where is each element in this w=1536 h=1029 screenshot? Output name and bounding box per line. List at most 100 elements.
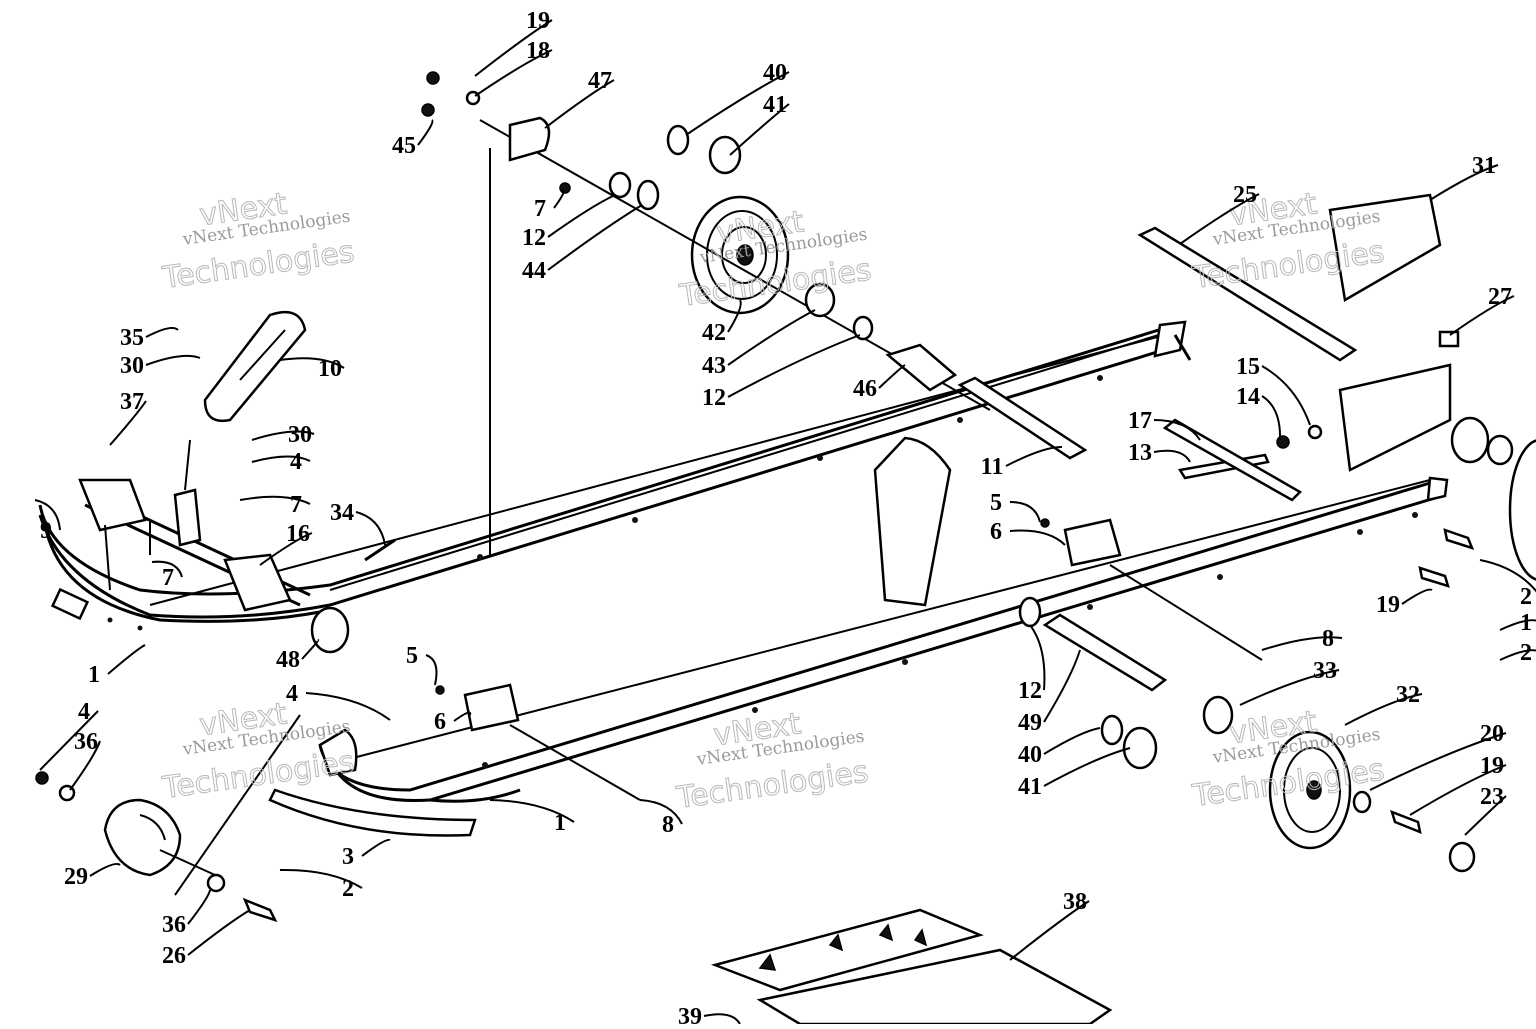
callout-c36b: 36 bbox=[162, 912, 186, 938]
leader-line-c33 bbox=[1239, 669, 1340, 706]
leader-line-c4b bbox=[305, 692, 391, 721]
leader-line-c3 bbox=[361, 838, 391, 857]
callout-c33: 33 bbox=[1313, 658, 1337, 684]
leader-line-c9 bbox=[34, 499, 61, 531]
block-6b bbox=[463, 683, 520, 732]
bolt-19b bbox=[1418, 566, 1450, 588]
leader-line-c11 bbox=[1005, 445, 1063, 467]
callout-c1b: 1 bbox=[554, 810, 566, 836]
leader-line-c30a bbox=[145, 354, 201, 366]
leader-line-c43 bbox=[727, 309, 816, 366]
leader-line-c1r bbox=[1499, 619, 1536, 631]
leader-line-c29 bbox=[89, 863, 121, 877]
callout-c6a: 6 bbox=[990, 519, 1002, 545]
callout-c9: 9 bbox=[40, 518, 52, 544]
washer-36b bbox=[206, 873, 226, 893]
leader-line-c1a bbox=[107, 644, 146, 675]
leader-line-c19c bbox=[1409, 764, 1507, 816]
callout-c17: 17 bbox=[1128, 408, 1152, 434]
leader-line-c6b bbox=[453, 711, 472, 722]
leader-line-c14 bbox=[1261, 395, 1282, 441]
washer-12c bbox=[1018, 596, 1042, 628]
callout-c14: 14 bbox=[1236, 384, 1260, 410]
callout-c35: 35 bbox=[120, 325, 144, 351]
callout-c40a: 40 bbox=[763, 60, 787, 86]
callout-c2r2: 2 bbox=[1520, 640, 1532, 666]
leader-line-c1b bbox=[489, 799, 575, 823]
spacer-46 bbox=[885, 343, 958, 392]
callout-c8a: 8 bbox=[1322, 626, 1334, 652]
callout-c42: 42 bbox=[702, 320, 726, 346]
snap-ring-40b bbox=[1100, 714, 1124, 746]
leader-line-c32 bbox=[1344, 693, 1423, 726]
front-wheel-29 bbox=[103, 714, 301, 896]
wheel-32 bbox=[1268, 730, 1352, 850]
leader-line-c18a bbox=[474, 49, 553, 97]
block-6a bbox=[1063, 518, 1122, 567]
leader-line-c12b bbox=[727, 334, 861, 398]
callout-c34: 34 bbox=[330, 500, 354, 526]
leader-line-c35 bbox=[145, 326, 179, 338]
callout-c12c: 12 bbox=[1018, 678, 1042, 704]
leader-line-c34 bbox=[355, 511, 386, 546]
bolt-8a bbox=[1109, 564, 1263, 661]
front-arm-assembly bbox=[78, 310, 311, 612]
callout-c45: 45 bbox=[392, 133, 416, 159]
callout-c4c: 4 bbox=[78, 699, 90, 725]
snap-ring-40a bbox=[666, 124, 690, 156]
upper-slide-rail bbox=[38, 320, 1192, 631]
callout-c44: 44 bbox=[522, 258, 546, 284]
leader-line-c30b bbox=[251, 430, 315, 441]
leader-line-c15 bbox=[1261, 365, 1311, 426]
callout-c19b: 19 bbox=[1376, 592, 1400, 618]
nut-5b bbox=[435, 685, 445, 695]
clip-27 bbox=[1438, 330, 1460, 348]
bracket-mid bbox=[873, 436, 952, 607]
washer-14 bbox=[1276, 435, 1290, 449]
callout-c19a: 19 bbox=[526, 8, 550, 34]
bolt-26 bbox=[242, 897, 278, 923]
leader-line-c4c bbox=[39, 710, 99, 771]
callout-c4a: 4 bbox=[290, 449, 302, 475]
callout-c10: 10 bbox=[318, 356, 342, 382]
leader-line-c25 bbox=[1179, 193, 1260, 245]
bracket-47 bbox=[508, 116, 551, 162]
callout-c1r: 1 bbox=[1520, 610, 1532, 636]
callout-c26: 26 bbox=[162, 943, 186, 969]
callout-c12a: 12 bbox=[522, 225, 546, 251]
leader-line-c26 bbox=[187, 909, 251, 956]
cap-23 bbox=[1448, 841, 1476, 873]
leader-line-c19a bbox=[474, 19, 553, 77]
spacer-44 bbox=[636, 179, 660, 211]
callout-c8b: 8 bbox=[662, 812, 674, 838]
leader-line-c7b bbox=[239, 495, 311, 505]
callout-c13: 13 bbox=[1128, 440, 1152, 466]
leader-line-c8a bbox=[1261, 636, 1343, 651]
callout-c48: 48 bbox=[276, 647, 300, 673]
callout-c4b: 4 bbox=[286, 681, 298, 707]
leader-line-c41a bbox=[729, 103, 790, 156]
leader-line-c36a bbox=[69, 740, 101, 791]
leader-line-c19b bbox=[1401, 588, 1433, 605]
leader-line-c7a bbox=[553, 188, 565, 209]
leader-line-c47 bbox=[544, 79, 615, 129]
callout-c41a: 41 bbox=[763, 92, 787, 118]
leader-line-c23 bbox=[1464, 795, 1507, 836]
callout-c32: 32 bbox=[1396, 682, 1420, 708]
leader-line-c42 bbox=[727, 299, 742, 333]
callout-c16: 16 bbox=[286, 521, 310, 547]
callout-c49: 49 bbox=[1018, 710, 1042, 736]
callout-c7b: 7 bbox=[290, 492, 302, 518]
idler-wheel-42 bbox=[479, 119, 991, 411]
leader-line-c44 bbox=[547, 204, 643, 271]
leader-line-c13 bbox=[1153, 449, 1191, 463]
nut-4a bbox=[35, 771, 49, 785]
roller-48 bbox=[310, 606, 350, 654]
callout-c20: 20 bbox=[1480, 721, 1504, 747]
callout-c15: 15 bbox=[1236, 354, 1260, 380]
callout-c12b: 12 bbox=[702, 385, 726, 411]
callout-c7a: 7 bbox=[534, 196, 546, 222]
